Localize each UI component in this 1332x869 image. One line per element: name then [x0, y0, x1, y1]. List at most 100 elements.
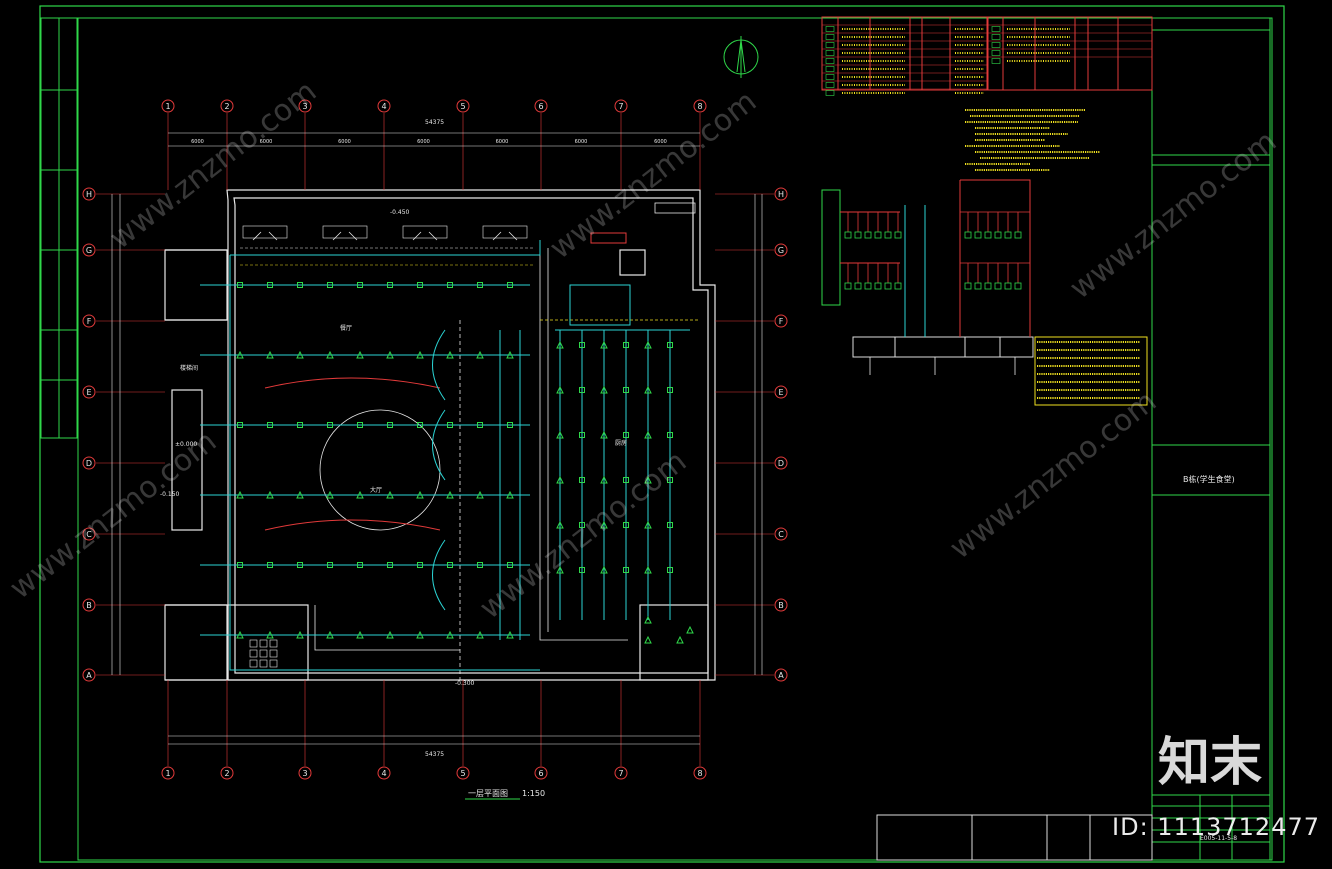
downlight-fixture	[600, 520, 608, 529]
panel-tag	[590, 232, 627, 244]
axis-bubble	[774, 187, 788, 201]
elevation-mark: ±0.000	[175, 441, 197, 448]
axis-bubble	[220, 766, 234, 780]
light-fixture	[357, 422, 363, 428]
axis-label: 6	[538, 102, 543, 111]
axis-label: 6	[538, 769, 543, 778]
axis-bubble	[693, 99, 707, 113]
legend-symbol	[991, 26, 1001, 32]
light-fixture	[667, 342, 673, 348]
light-fixture	[387, 282, 393, 288]
riser-device	[994, 282, 1002, 290]
light-fixture	[667, 387, 673, 393]
design-notes	[965, 109, 1140, 399]
title-block	[1151, 17, 1271, 861]
downlight-fixture	[644, 340, 652, 349]
elevation-mark: -0.300	[455, 680, 475, 687]
axis-bubble	[377, 766, 391, 780]
downlight-fixture	[296, 350, 304, 359]
downlight-fixture	[600, 430, 608, 439]
axis-label: H	[86, 190, 92, 199]
downlight-fixture	[506, 490, 514, 499]
light-fixture	[447, 282, 453, 288]
downlight-fixture	[676, 635, 684, 644]
legend-symbol	[991, 34, 1001, 40]
legend-symbol	[825, 66, 835, 72]
light-fixtures	[236, 282, 694, 644]
axis-bubble	[774, 385, 788, 399]
feeder-run	[499, 330, 521, 640]
axis-bubble	[377, 99, 391, 113]
light-fixture	[357, 282, 363, 288]
riser-device	[964, 231, 972, 239]
light-fixture	[327, 562, 333, 568]
downlight-fixture	[506, 630, 514, 639]
axis-bubble	[774, 243, 788, 257]
toilet-fixture	[269, 639, 278, 648]
downlight-fixture	[416, 630, 424, 639]
riser-device	[844, 282, 852, 290]
total-dimension-top: 54375	[425, 119, 444, 126]
light-fixture	[477, 282, 483, 288]
downlight-fixture	[266, 490, 274, 499]
axis-bubble	[456, 99, 470, 113]
equipment-legend-table	[821, 16, 1153, 91]
window	[482, 225, 528, 239]
axis-label: 8	[697, 102, 702, 111]
light-fixture	[623, 387, 629, 393]
downlight-fixture	[266, 630, 274, 639]
light-fixture	[579, 567, 585, 573]
window	[242, 225, 288, 239]
exhaust-fan-icon	[332, 231, 358, 241]
light-fixture	[297, 562, 303, 568]
legend-symbol	[991, 50, 1001, 56]
axis-label: 5	[460, 769, 465, 778]
legend-symbol	[825, 34, 835, 40]
span-dimension: 6000	[191, 139, 204, 145]
cyan-arc	[432, 329, 446, 401]
plan-scale: 1:150	[522, 789, 545, 798]
light-fixture	[267, 422, 273, 428]
axis-bubble	[82, 668, 96, 682]
span-dimension: 6000	[260, 139, 273, 145]
legend-symbol	[825, 50, 835, 56]
axis-label: 2	[224, 769, 229, 778]
axis-bubble	[82, 385, 96, 399]
downlight-fixture	[644, 475, 652, 484]
lighting-wiring	[200, 202, 700, 671]
downlight-fixture	[266, 350, 274, 359]
axis-label: 1	[165, 769, 170, 778]
riser-device	[1014, 282, 1022, 290]
light-fixture	[267, 282, 273, 288]
axis-label: G	[86, 246, 92, 255]
light-fixture	[507, 422, 513, 428]
light-fixture	[667, 567, 673, 573]
riser-device	[864, 231, 872, 239]
dining-atrium-outline	[319, 409, 441, 531]
downlight-fixture	[644, 385, 652, 394]
watermark-id: ID: 1113712477	[1112, 813, 1320, 841]
riser-device	[984, 282, 992, 290]
cyan-arc	[432, 409, 446, 481]
window	[322, 225, 368, 239]
axis-label: H	[778, 190, 784, 199]
downlight-fixture	[326, 350, 334, 359]
drawing-number: E005-11-5-8	[1200, 835, 1237, 842]
riser-device	[884, 231, 892, 239]
watermark-text: www.znzmo.com	[943, 384, 1163, 566]
light-fixture	[667, 522, 673, 528]
light-fixture	[477, 422, 483, 428]
riser-device	[984, 231, 992, 239]
riser-device	[1014, 231, 1022, 239]
downlight-fixture	[506, 350, 514, 359]
axis-label: A	[778, 671, 784, 680]
downlight-fixture	[600, 475, 608, 484]
downlight-fixture	[556, 340, 564, 349]
light-fixture	[297, 282, 303, 288]
toilet-fixture	[249, 639, 258, 648]
watermark-brand-logo: 知末	[1157, 733, 1262, 793]
light-fixture	[477, 562, 483, 568]
downlight-fixture	[644, 565, 652, 574]
axis-label: F	[87, 317, 92, 326]
axis-label: 3	[302, 769, 307, 778]
